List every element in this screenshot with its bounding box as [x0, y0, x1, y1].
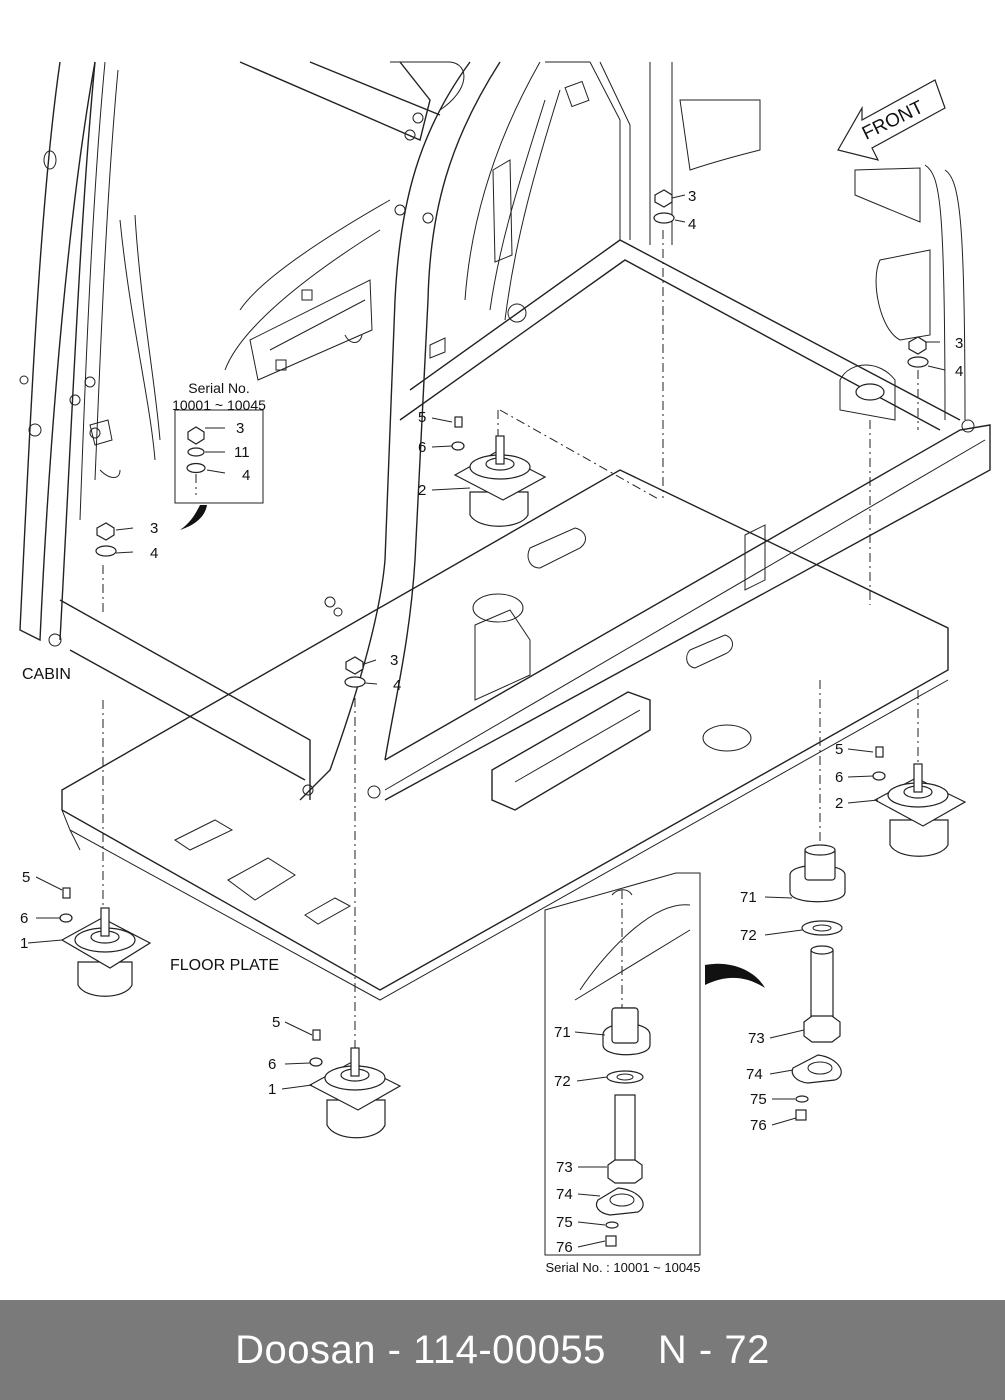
mount-front-right: [872, 746, 967, 857]
callout-6: 6: [835, 769, 843, 786]
callout-76: 76: [556, 1239, 573, 1256]
callout-2: 2: [835, 795, 843, 812]
callout-5: 5: [835, 741, 843, 758]
callout-71: 71: [740, 889, 757, 906]
hardware-stack-right-top: [653, 189, 675, 224]
callout-73: 73: [748, 1030, 765, 1047]
callout-74: 74: [556, 1186, 573, 1203]
callout-5: 5: [272, 1014, 280, 1031]
callout-5: 5: [418, 409, 426, 426]
front-arrow: [837, 79, 946, 161]
callout-4: 4: [688, 216, 696, 233]
callout-4: 4: [150, 545, 158, 562]
mount-rear-right: [451, 416, 547, 527]
callout-4: 4: [955, 363, 963, 380]
hardware-stack-center: [344, 656, 366, 688]
callout-1: 1: [20, 935, 28, 952]
callout-4: 4: [242, 467, 250, 484]
callout-3: 3: [390, 652, 398, 669]
serial-detail-caption: Serial No. : 10001 ~ 10045: [545, 1260, 700, 1275]
callout-6: 6: [418, 439, 426, 456]
callout-71: 71: [554, 1024, 571, 1041]
callout-72: 72: [740, 927, 757, 944]
stopper-assembly: [789, 844, 846, 1121]
callout-11: 11: [234, 444, 250, 461]
cabin-label: CABIN: [22, 666, 71, 683]
center-lines: [102, 230, 919, 1060]
callout-numbers: 3 4 3 4 3 11 4 3 4 3 4 5 6 2 5 6 2 5 6 1…: [20, 188, 963, 1256]
footer-part-number: 114-00055: [413, 1327, 606, 1372]
footer-separator: -: [387, 1327, 402, 1372]
serial-box: [174, 409, 264, 530]
hardware-stack-right: [907, 336, 929, 368]
callout-75: 75: [750, 1091, 767, 1108]
callout-3: 3: [955, 335, 963, 352]
callout-3: 3: [688, 188, 696, 205]
serial-box-title: Serial No.: [188, 380, 249, 396]
serial-box-range: 10001 ~ 10045: [172, 397, 266, 413]
serial-detail-box: [544, 872, 765, 1256]
mount-front-left: [308, 1029, 402, 1139]
parts-diagram: FRONT CABIN FLOOR PLATE Serial No. 10001…: [19, 61, 991, 1275]
callout-1: 1: [268, 1081, 276, 1098]
cabin-frame: [19, 61, 991, 801]
callout-5: 5: [22, 869, 30, 886]
callout-74: 74: [746, 1066, 763, 1083]
callout-2: 2: [418, 482, 426, 499]
callout-73: 73: [556, 1159, 573, 1176]
leader-lines: [27, 194, 946, 1248]
callout-75: 75: [556, 1214, 573, 1231]
callout-3: 3: [236, 420, 244, 437]
callout-3: 3: [150, 520, 158, 537]
callout-76: 76: [750, 1117, 767, 1134]
footer-ref: N - 72: [657, 1327, 770, 1372]
callout-4: 4: [393, 677, 401, 694]
hardware-stack-left: [95, 522, 117, 557]
callout-6: 6: [20, 910, 28, 927]
callout-6: 6: [268, 1056, 276, 1073]
footer-banner: Doosan - 114-00055 N - 72: [0, 1300, 1005, 1400]
mount-rear-left: [59, 887, 152, 997]
floor-plate: [61, 469, 949, 1001]
footer-brand: Doosan: [235, 1327, 377, 1372]
callout-72: 72: [554, 1073, 571, 1090]
floor-plate-label: FLOOR PLATE: [170, 957, 279, 974]
